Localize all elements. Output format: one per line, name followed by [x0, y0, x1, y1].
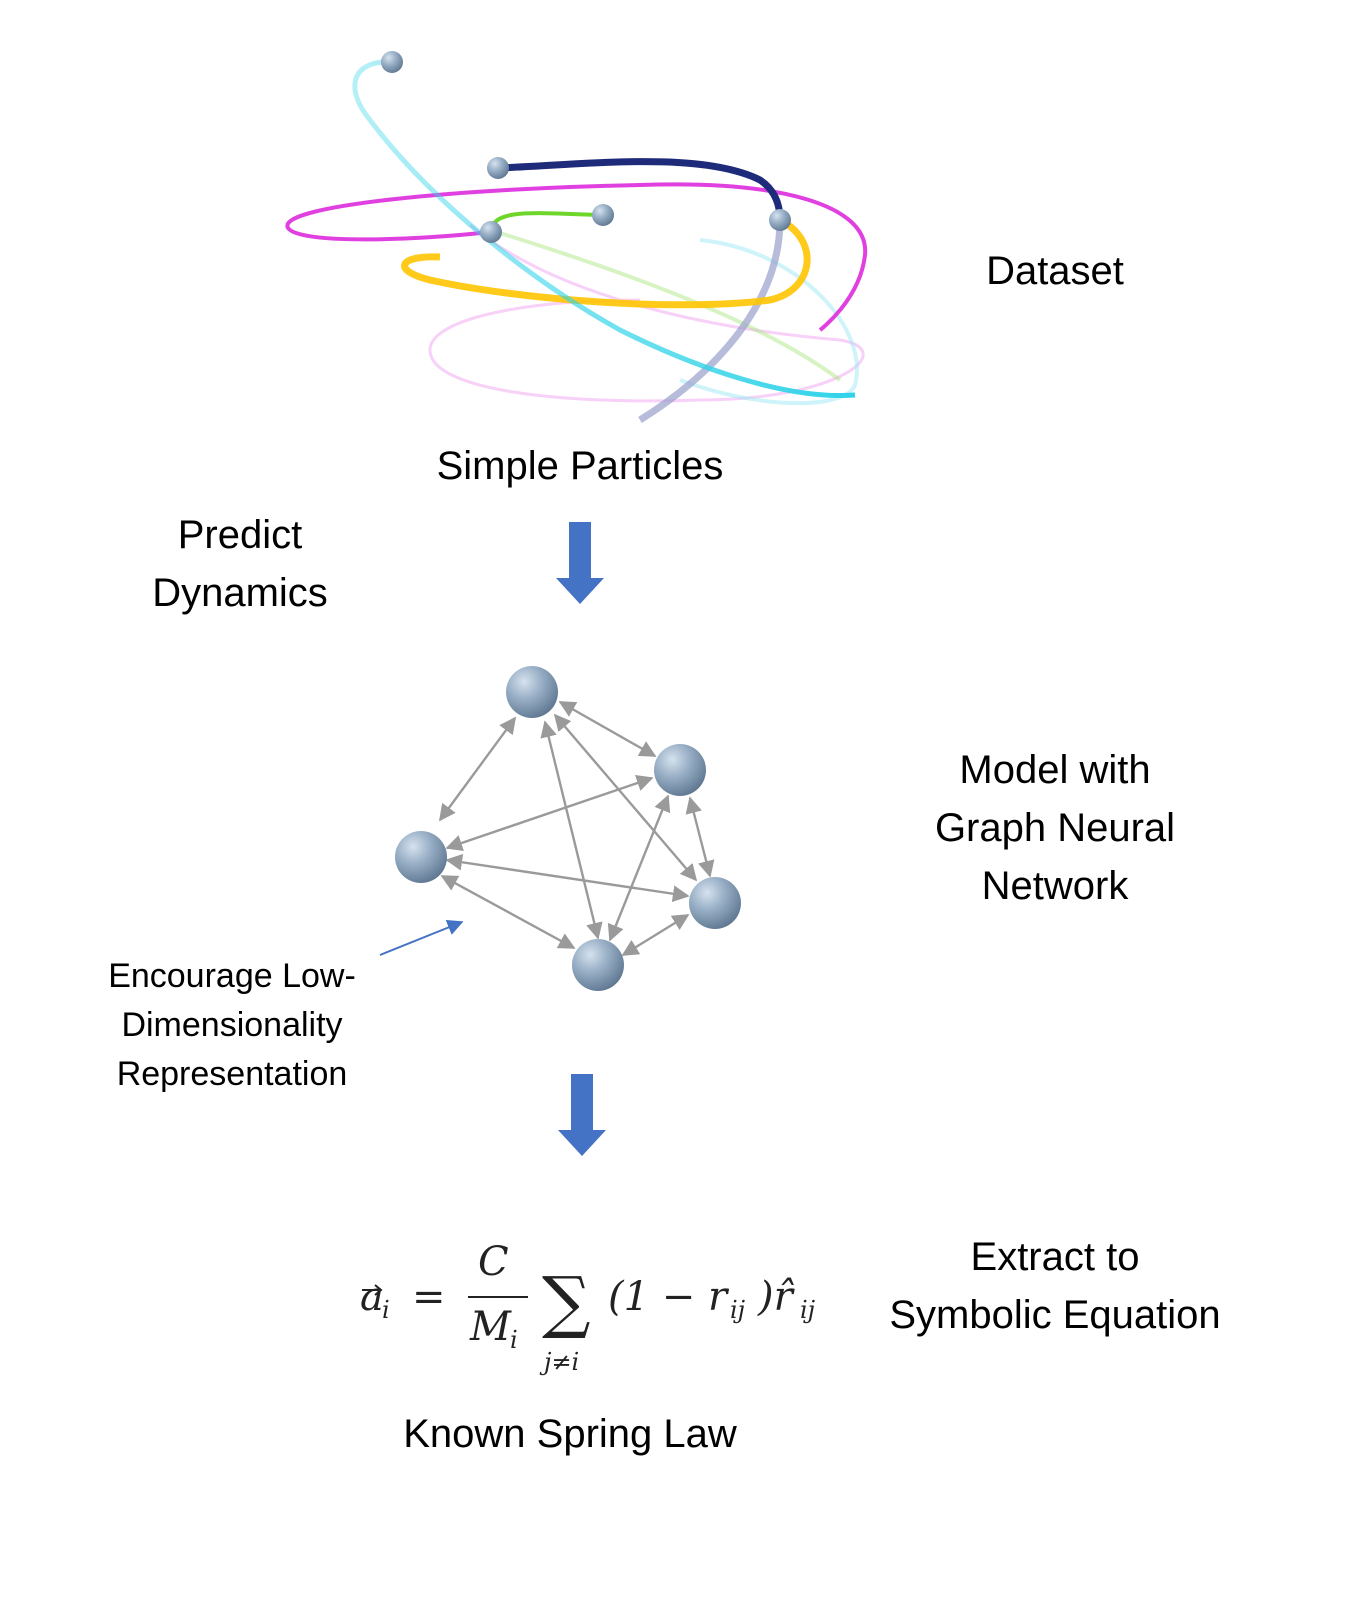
eq-denominator-sub: i [510, 1326, 518, 1354]
trail-navy [497, 158, 784, 221]
particle-node [769, 209, 791, 231]
trail-magenta-faded [428, 223, 865, 403]
simple-particles-label: Simple Particles [436, 444, 724, 488]
graph-edge [607, 794, 671, 942]
particle-node [381, 51, 403, 73]
eq-sum-index: j≠i [539, 1348, 579, 1376]
known-spring-law-label: Known Spring Law [403, 1412, 737, 1456]
particle-trajectories [285, 51, 868, 423]
trail-cyan [352, 59, 856, 399]
encourage-label: Encourage Low- Dimensionality Representa… [108, 957, 356, 1093]
eq-body-open: (1 − r [608, 1274, 730, 1320]
graph-node [654, 744, 706, 796]
trail-yellow [401, 216, 811, 309]
particle-node [592, 204, 614, 226]
pointer-arrow-icon [379, 919, 464, 956]
eq-body-sub1: ij [730, 1296, 746, 1324]
trail-magenta [285, 182, 868, 332]
graph-node [395, 831, 447, 883]
trail-cyan-faded [679, 238, 859, 406]
down-arrow-icon [558, 1074, 606, 1156]
graph-edge [440, 874, 576, 950]
eq-lhs-sub: i [382, 1296, 390, 1324]
model-label: Model with Graph Neural Network [934, 748, 1176, 908]
particle-node [480, 221, 502, 243]
graph-edge [558, 700, 657, 758]
graph-node [572, 939, 624, 991]
trail-green [488, 211, 601, 233]
trail-navy-faded [638, 219, 784, 423]
graph-edge [445, 853, 690, 903]
trail-green-faded [489, 228, 842, 382]
graph-edge [439, 716, 516, 822]
dataset-label: Dataset [986, 249, 1124, 293]
eq-denominator: M [469, 1304, 512, 1350]
extract-label: Extract to Symbolic Equation [889, 1235, 1221, 1337]
graph-network [395, 666, 741, 991]
graph-edge [621, 913, 690, 957]
spring-law-equation: a i = C M i ∑ j≠i (1 − r ij )r̂ ij [360, 1239, 816, 1376]
predict-dynamics-label: Predict Dynamics [152, 513, 328, 615]
eq-equals: = [412, 1274, 446, 1320]
graph-node [506, 666, 558, 718]
eq-lhs: a [360, 1274, 384, 1320]
eq-body-close: )r̂ [757, 1274, 796, 1320]
eq-numerator: C [478, 1239, 509, 1285]
down-arrow-icon [556, 522, 604, 604]
eq-body-sub2: ij [800, 1296, 816, 1324]
eq-sum: ∑ [542, 1263, 591, 1342]
graph-node [689, 877, 741, 929]
particle-node [487, 157, 509, 179]
graph-edge [445, 774, 654, 852]
graph-edge [685, 796, 715, 878]
